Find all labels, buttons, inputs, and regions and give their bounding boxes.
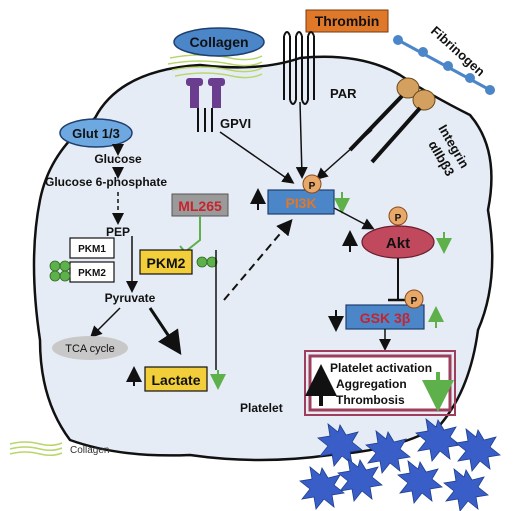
akt-label: Akt [386, 235, 410, 252]
lactate-box [144, 366, 208, 392]
lactate-label: Lactate [151, 372, 200, 388]
pkm1-box [69, 237, 115, 259]
glut-label: Glut 1/3 [72, 126, 120, 141]
gpvi-receptor [186, 78, 225, 132]
thrombin-box [305, 9, 389, 33]
tca-label: TCA cycle [65, 343, 115, 355]
fibrinogen-label: Fibrinogen [428, 23, 488, 79]
thrombin-label: Thrombin [315, 13, 380, 29]
ml265-inhibition-line [184, 216, 201, 253]
gsk-phospho-label: P [411, 296, 418, 307]
pi3k-phospho-label: P [309, 181, 316, 192]
pkm2-box [139, 249, 193, 275]
glucose-label: Glucose [94, 152, 142, 166]
ml265-label: ML265 [178, 198, 222, 214]
outcome-activation: Platelet activation [330, 361, 432, 375]
pi3k-phospho-icon [302, 174, 322, 194]
collagen-label: Collagen [189, 34, 248, 50]
legend-collagen-label: Collagen [70, 445, 109, 456]
platelet-label: Platelet [240, 401, 283, 415]
pep-label: PEP [106, 225, 130, 239]
pi3k-box [267, 189, 335, 215]
akt-phospho-label: P [395, 213, 402, 224]
collagen-fibers [167, 54, 263, 79]
pkm2-tetramer-icon [49, 260, 71, 282]
legend-collagen-fiber-icon [9, 441, 63, 457]
gsk-phospho-icon [404, 289, 424, 309]
aggregated-platelets [299, 418, 501, 511]
akt-phospho-icon [388, 206, 408, 226]
par-label: PAR [330, 86, 357, 101]
fibrinogen-molecule [393, 35, 495, 95]
pkm2-label: PKM2 [147, 255, 186, 271]
pkm2-small-label: PKM2 [78, 268, 106, 279]
outcome-thrombosis: Thrombosis [336, 393, 405, 407]
gsk-label: GSK 3β [360, 310, 411, 326]
pkm2-dimer-icon [196, 256, 218, 268]
pkm2-to-pi3k-arrow [223, 218, 293, 301]
g6p-label: Glucose 6-phosphate [45, 175, 167, 189]
pkm2-small-box [69, 261, 115, 283]
par-receptor [283, 31, 315, 105]
gpvi-label: GPVI [220, 116, 251, 131]
tca-ellipse [52, 336, 128, 360]
collagen-ellipse [173, 27, 265, 57]
pyruvate-label: Pyruvate [105, 291, 156, 305]
outcome-aggregation: Aggregation [336, 377, 407, 391]
pkm1-label: PKM1 [78, 244, 106, 255]
pi3k-label: PI3K [285, 195, 316, 211]
glut-ellipse [59, 118, 133, 148]
